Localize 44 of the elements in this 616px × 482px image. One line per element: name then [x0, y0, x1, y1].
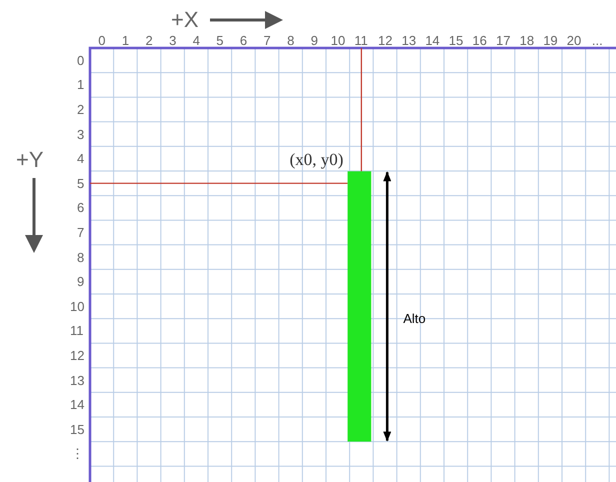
tick-label: 17	[496, 34, 510, 46]
tick-label: 9	[310, 34, 318, 46]
tick-label: 3	[169, 34, 176, 46]
tick-label: 4	[192, 34, 200, 46]
tick-label: 4	[77, 152, 84, 166]
tick-label: 2	[146, 34, 153, 46]
tick-label: 15	[448, 34, 464, 46]
axis-label: +Y	[16, 149, 44, 171]
tick-label: 1	[122, 34, 130, 46]
tick-label: 11	[70, 324, 84, 338]
tick-label: 7	[77, 226, 84, 239]
tick-label: 9	[77, 275, 84, 288]
tick-label: 18	[520, 34, 534, 46]
tick-label: 8	[77, 250, 84, 264]
tick-label: 0	[98, 34, 106, 46]
dimension-label: Alto	[403, 312, 426, 326]
tick-label: 11	[354, 34, 368, 46]
coordinate-label: (x0, y0)	[290, 150, 344, 168]
tick-label: ⋮	[71, 447, 84, 460]
tick-label: 1	[77, 78, 84, 92]
tick-label: 5	[216, 34, 224, 46]
tick-label: 0	[77, 54, 84, 67]
tick-label: 3	[77, 128, 84, 141]
tick-label: 10	[330, 34, 346, 46]
tick-label: 7	[264, 34, 271, 46]
tick-label: 6	[77, 201, 84, 214]
axis-label: +X	[171, 9, 199, 31]
tick-label: 20	[566, 34, 582, 46]
tick-label: 12	[70, 349, 84, 362]
tick-label: 13	[70, 374, 84, 387]
tick-label: 15	[70, 422, 84, 436]
tick-label: 10	[70, 300, 84, 313]
tick-label: 14	[70, 398, 84, 412]
tick-label: 12	[378, 34, 392, 46]
tick-label: 14	[425, 34, 440, 46]
tick-label: 16	[472, 34, 487, 46]
tick-label: 8	[287, 34, 294, 46]
tick-label: ...	[592, 34, 603, 46]
bar	[348, 171, 372, 442]
tick-label: 5	[77, 176, 84, 190]
tick-label: 6	[240, 34, 248, 46]
tick-label: 19	[543, 34, 558, 46]
tick-label: 2	[77, 103, 84, 116]
tick-label: 13	[402, 34, 416, 46]
